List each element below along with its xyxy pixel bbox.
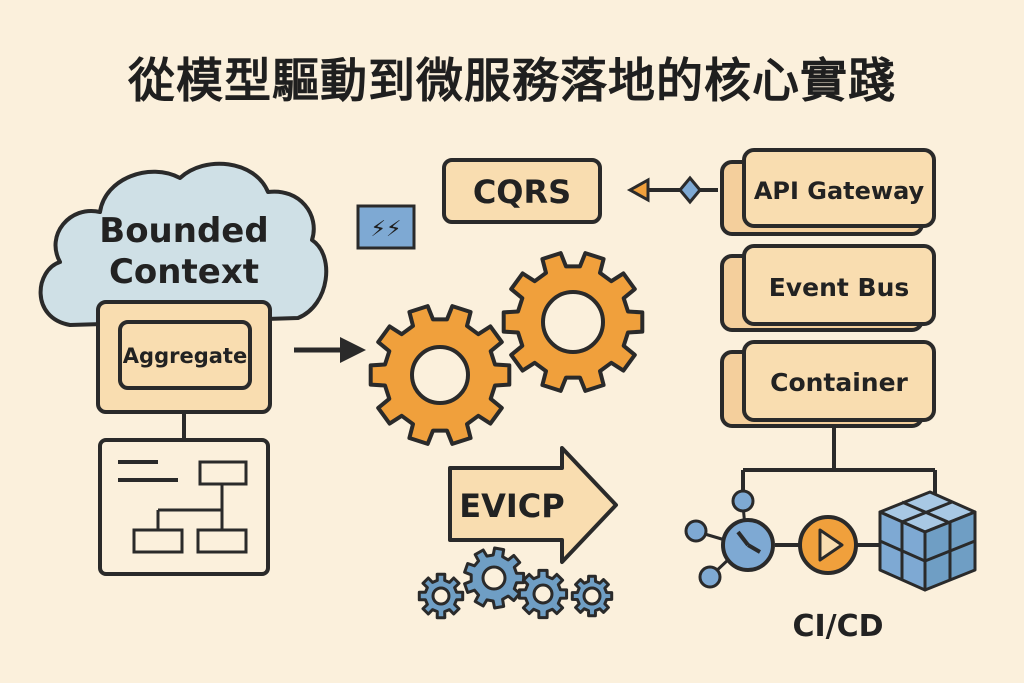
stack-container: Container	[720, 340, 936, 428]
cqrs-label: CQRS	[473, 173, 571, 211]
stack-label-2: Container	[770, 368, 908, 397]
stack-api-gateway: API Gateway	[720, 148, 936, 236]
cqrs-gateway-connector	[626, 175, 718, 205]
aggregate-label: Aggregate	[123, 344, 247, 368]
pipeline-connectors	[741, 428, 937, 547]
cqrs-box: CQRS	[442, 158, 602, 224]
cloud-line1: Bounded	[99, 211, 268, 251]
infra-stack: API Gateway Event Bus Container	[720, 148, 936, 428]
evicp-arrow: EVICP	[448, 446, 618, 564]
cicd-label: CI/CD	[792, 609, 883, 644]
cube-icon	[878, 490, 977, 592]
domain-model-panel	[98, 438, 270, 576]
lightning-icon: ⚡⚡	[356, 204, 416, 250]
gear-icon	[570, 574, 614, 618]
dial-icon	[721, 518, 775, 572]
svg-text:⚡⚡: ⚡⚡	[371, 217, 402, 242]
arrow-right-icon	[294, 337, 366, 363]
gear-icon	[517, 568, 569, 620]
stack-label-1: Event Bus	[769, 273, 910, 302]
diagram-title: 從模型驅動到微服務落地的核心實踐	[128, 54, 896, 109]
gear-icon	[501, 251, 645, 393]
small-gears	[417, 546, 614, 620]
aggregate-box: Aggregate	[96, 300, 272, 414]
stack-event-bus: Event Bus	[720, 244, 936, 332]
gear-icon	[368, 304, 512, 446]
bounded-context-cloud: Bounded Context	[38, 161, 329, 327]
gear-icon	[463, 546, 526, 610]
evicp-label: EVICP	[459, 487, 564, 525]
large-gears	[368, 251, 645, 446]
gear-icon	[417, 572, 465, 620]
stack-label-0: API Gateway	[754, 177, 925, 205]
cloud-line2: Context	[109, 252, 259, 292]
play-icon	[798, 515, 858, 575]
network-node-icon	[684, 489, 755, 589]
